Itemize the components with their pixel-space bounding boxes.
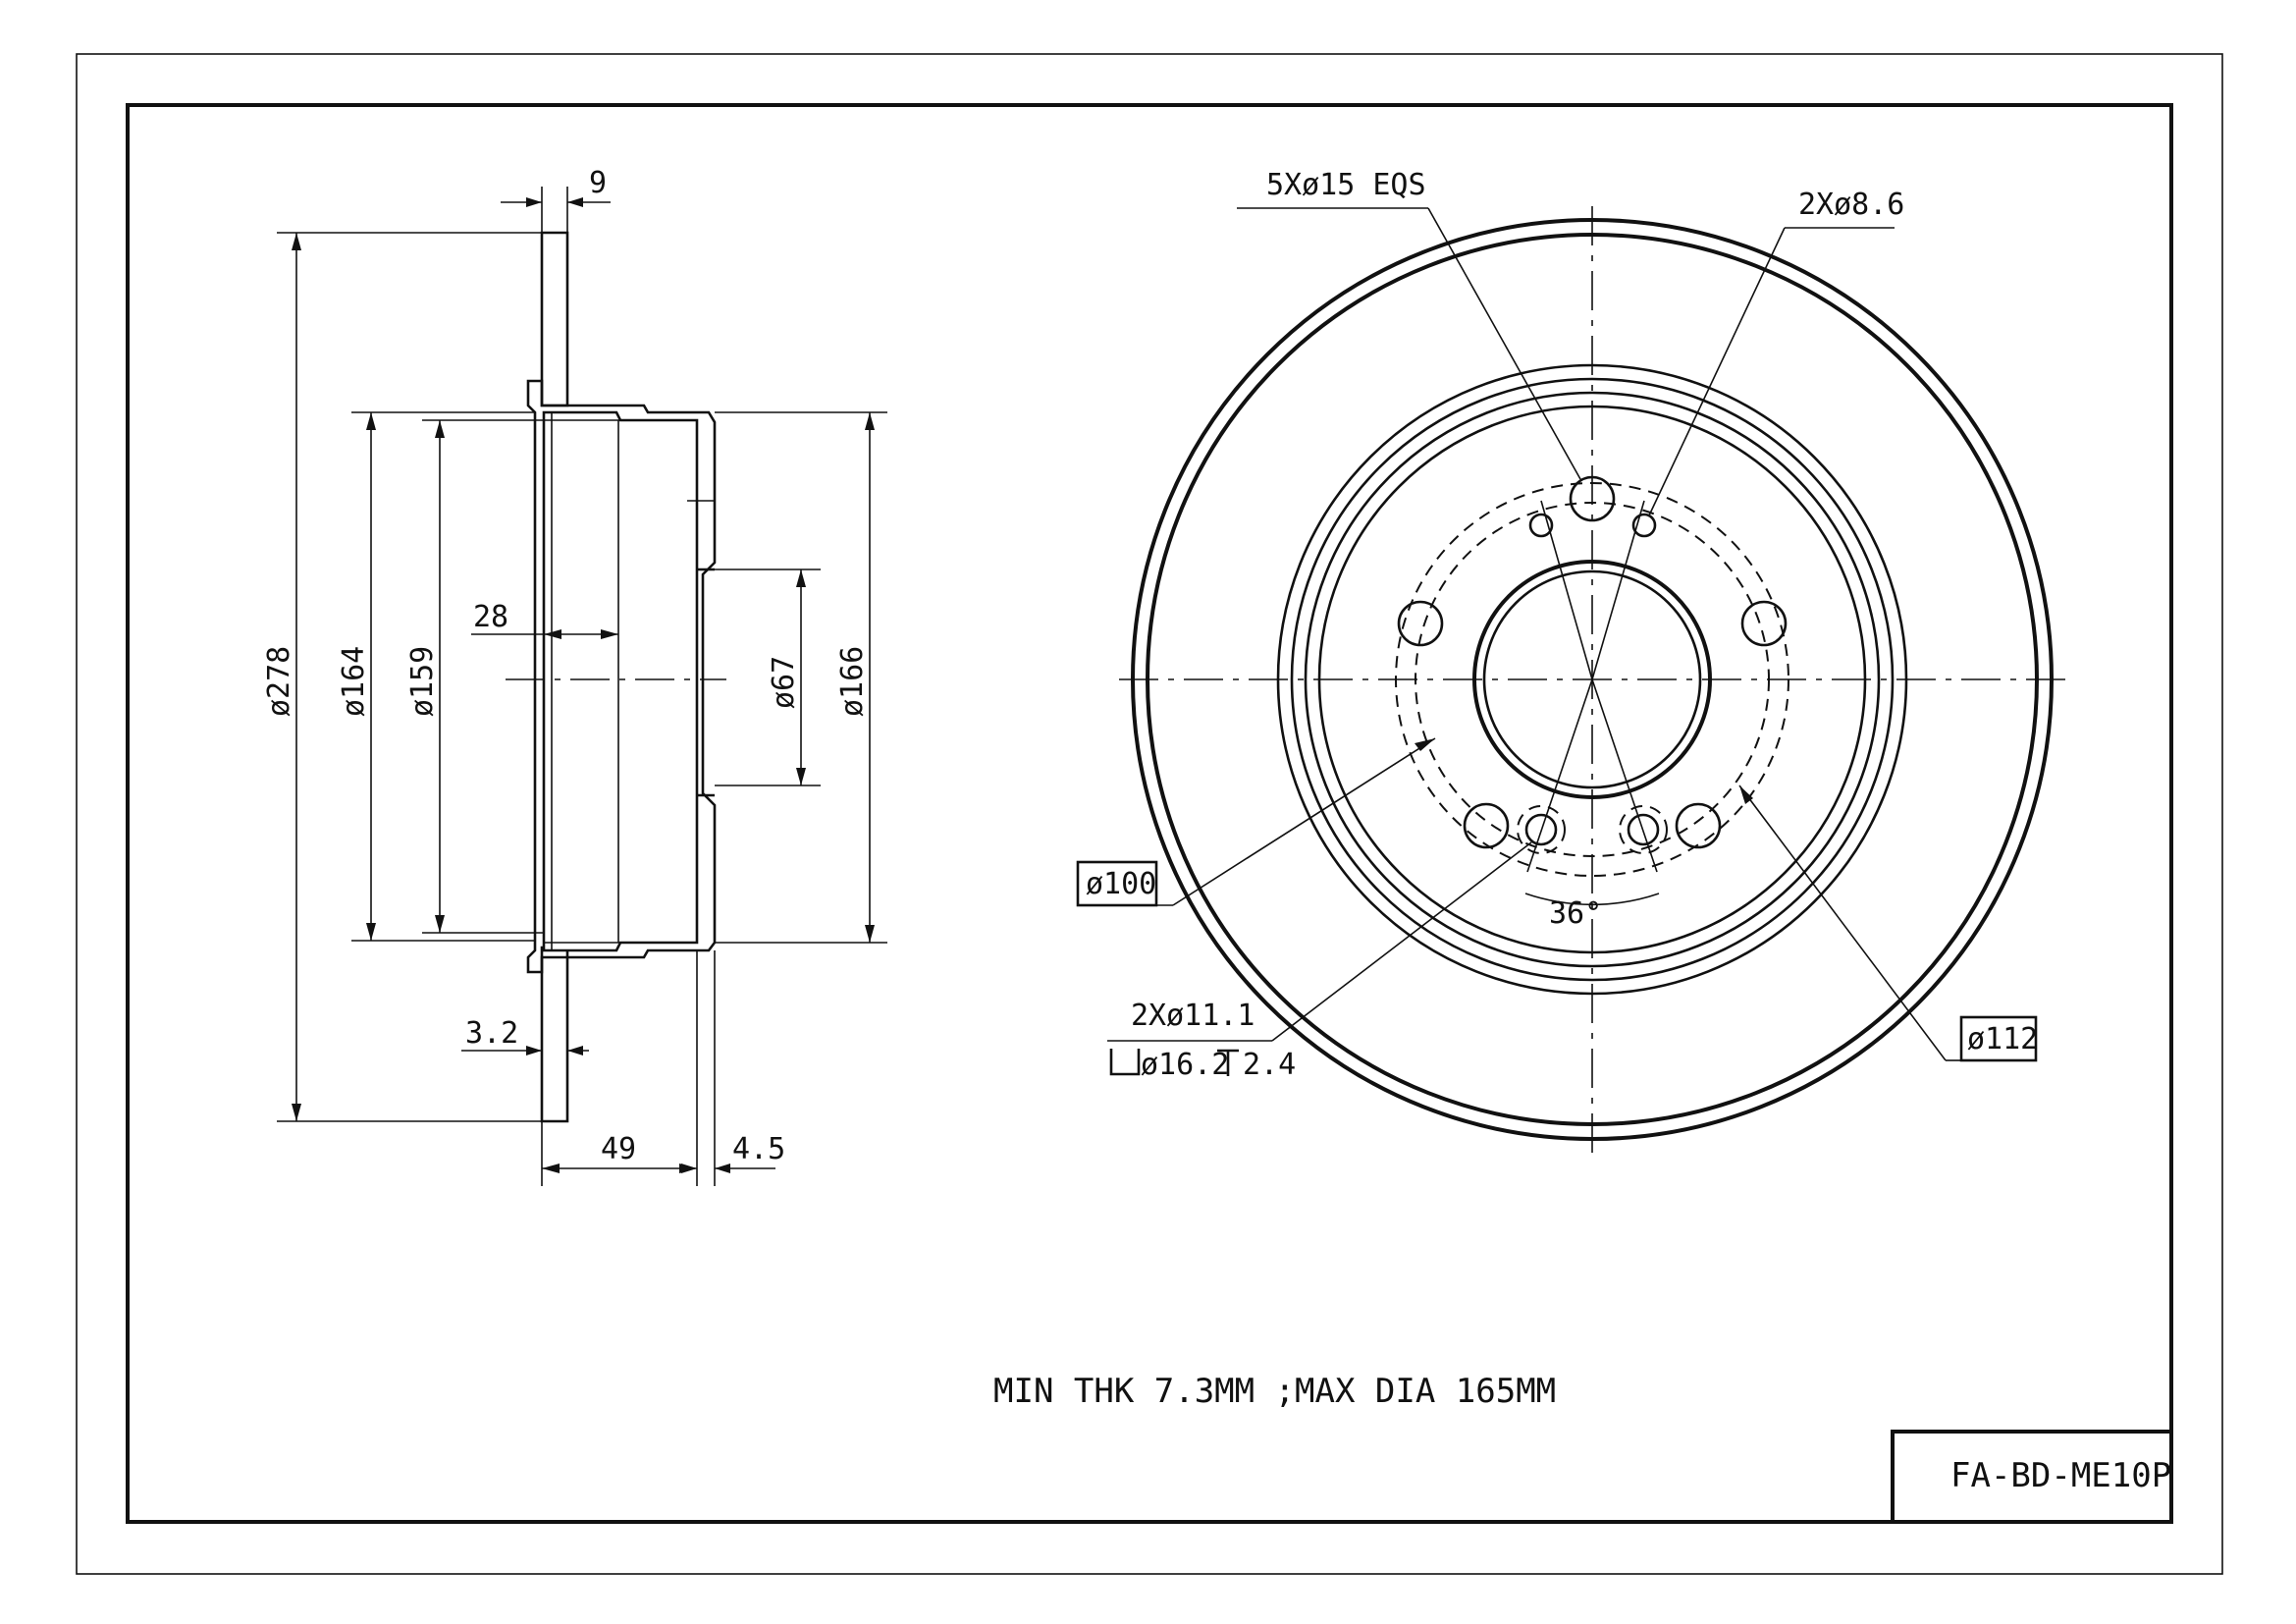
dim-dia-outer: ø278 (262, 646, 296, 717)
dim-thk-3-2: 3.2 (465, 1016, 518, 1051)
front-view: 36° (1119, 206, 2067, 1154)
dim-dia-159: ø159 (405, 646, 440, 717)
dim-dia-166: ø166 (835, 646, 870, 717)
screw-holes (1517, 805, 1668, 854)
angle-36: 36° (1549, 896, 1602, 931)
inner-frame (126, 103, 2173, 1524)
dim-flange-thk: 9 (589, 166, 607, 200)
dim-dia-67: ø67 (767, 656, 801, 709)
label-pcd-100: ø100 (1086, 867, 1156, 901)
dim-thk-4-5: 4.5 (732, 1132, 785, 1166)
dim-dia-164: ø164 (337, 646, 371, 717)
label-screw-holes: 2Xø11.1 (1131, 999, 1255, 1033)
side-dimensions: 9 ø278 ø164 ø159 28 ø67 (262, 166, 887, 1186)
label-counterbore-dia: ø16.2 (1141, 1048, 1229, 1082)
label-bolt-holes: 5Xø15 EQS (1266, 168, 1426, 202)
side-section-view (506, 231, 726, 1123)
pin-holes (1528, 513, 1657, 538)
part-number: FA-BD-ME10P (1950, 1456, 2171, 1495)
outer-frame (76, 53, 2223, 1575)
bolt-holes (1397, 475, 1788, 849)
title-block: FA-BD-ME10P (1891, 1430, 2173, 1524)
label-counterbore-depth: 2.4 (1243, 1048, 1296, 1082)
dim-height-49: 49 (601, 1132, 636, 1166)
spec-note: MIN THK 7.3MM ;MAX DIA 165MM (993, 1372, 1556, 1411)
dim-depth-28: 28 (473, 600, 508, 634)
label-pin-holes: 2Xø8.6 (1798, 188, 1904, 222)
label-pcd-112: ø112 (1967, 1022, 2038, 1056)
front-labels: 5Xø15 EQS 2Xø8.6 ø100 ø112 2Xø11.1 ø16.2… (1076, 168, 2038, 1082)
